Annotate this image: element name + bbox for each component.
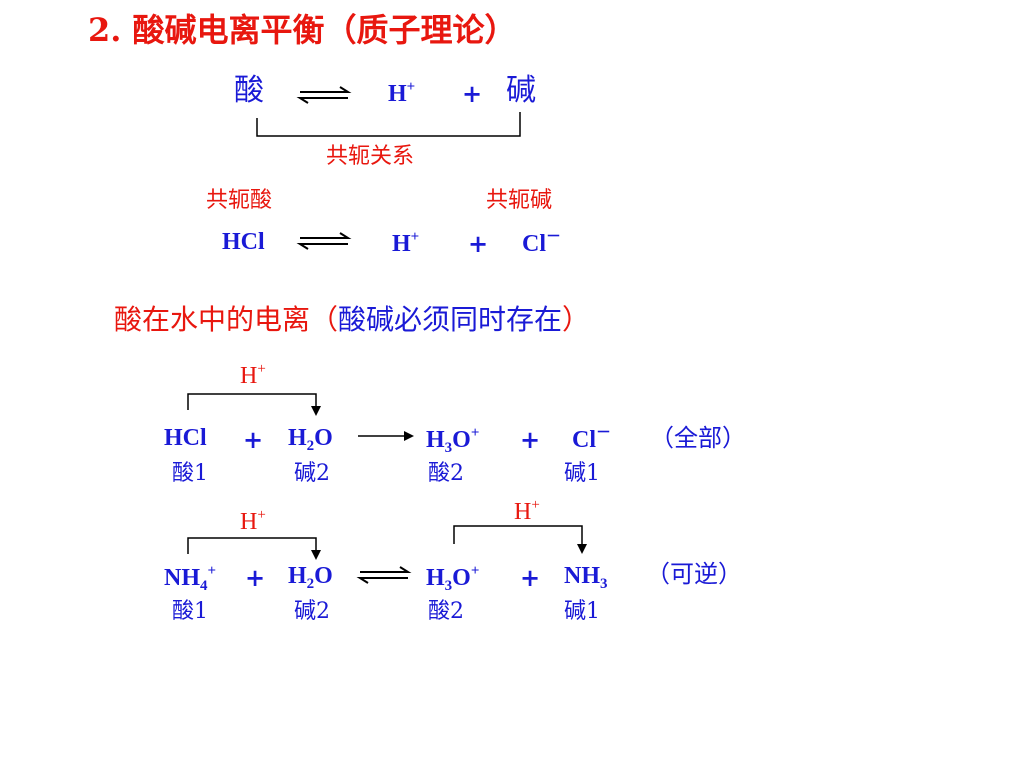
eq4-plus-1: + <box>245 563 266 592</box>
eq2-base: Cl－ <box>522 229 562 257</box>
conjugate-relation-label: 共轭关系 <box>326 144 415 169</box>
eq4-reactant-water: H2O <box>288 563 333 592</box>
eq1-acid: 酸 <box>234 73 264 108</box>
conjugate-base-label: 共轭碱 <box>486 188 553 213</box>
eq4-product-ammonia: NH3 <box>564 563 608 592</box>
eq4-product-hydronium: H3O+ <box>426 563 480 594</box>
conjugate-acid-label: 共轭酸 <box>206 188 273 213</box>
eq3-label-acid1: 酸1 <box>172 461 208 486</box>
eq4-reverse-proton-transfer-arrow-icon <box>453 525 587 554</box>
eq3-product-chloride: Cl－ <box>572 425 612 453</box>
section-heading: 酸在水中的电离（酸碱必须同时存在） <box>114 303 591 336</box>
eq3-proton-transfer-arrow-icon <box>187 393 321 416</box>
eq3-note: （全部） <box>650 424 746 452</box>
eq3-proton-label: H+ <box>240 361 266 389</box>
eq4-equilibrium-arrow-icon <box>356 566 412 584</box>
eq4-proton-transfer-arrow-icon <box>187 537 321 560</box>
eq4-label-acid1: 酸1 <box>172 599 208 624</box>
page-title: 2. 酸碱电离平衡（质子理论） <box>88 14 517 46</box>
eq2-plus: + <box>468 229 489 258</box>
title-number: 2. <box>88 11 122 49</box>
eq1-equilibrium-arrow-icon <box>296 86 352 104</box>
eq3-plus-2: + <box>520 425 541 454</box>
eq3-label-base1: 碱1 <box>564 461 600 486</box>
eq4-proton-label-1: H+ <box>240 507 266 535</box>
eq3-reactant-water: H2O <box>288 425 333 454</box>
eq3-product-hydronium: H3O+ <box>426 425 480 456</box>
eq2-equilibrium-arrow-icon <box>296 232 352 250</box>
eq4-note: （可逆） <box>646 560 742 588</box>
conjugate-bracket <box>256 112 521 137</box>
eq2-acid: HCl <box>222 229 265 255</box>
eq4-proton-label-2: H+ <box>514 497 540 525</box>
eq4-label-base1: 碱1 <box>564 599 600 624</box>
eq4-label-acid2: 酸2 <box>428 599 464 624</box>
eq1-plus: + <box>462 79 483 108</box>
eq3-reactant-hcl: HCl <box>164 425 207 451</box>
eq2-proton: H+ <box>392 229 420 257</box>
eq3-label-acid2: 酸2 <box>428 461 464 486</box>
eq4-plus-2: + <box>520 563 541 592</box>
eq4-label-base2: 碱2 <box>294 599 330 624</box>
eq3-label-base2: 碱2 <box>294 461 330 486</box>
eq1-proton: H+ <box>388 79 416 107</box>
eq4-reactant-ammonium: NH4+ <box>164 563 217 594</box>
eq3-plus-1: + <box>243 425 264 454</box>
title-text: 酸碱电离平衡（质子理论） <box>132 11 517 49</box>
eq1-base: 碱 <box>506 73 536 108</box>
